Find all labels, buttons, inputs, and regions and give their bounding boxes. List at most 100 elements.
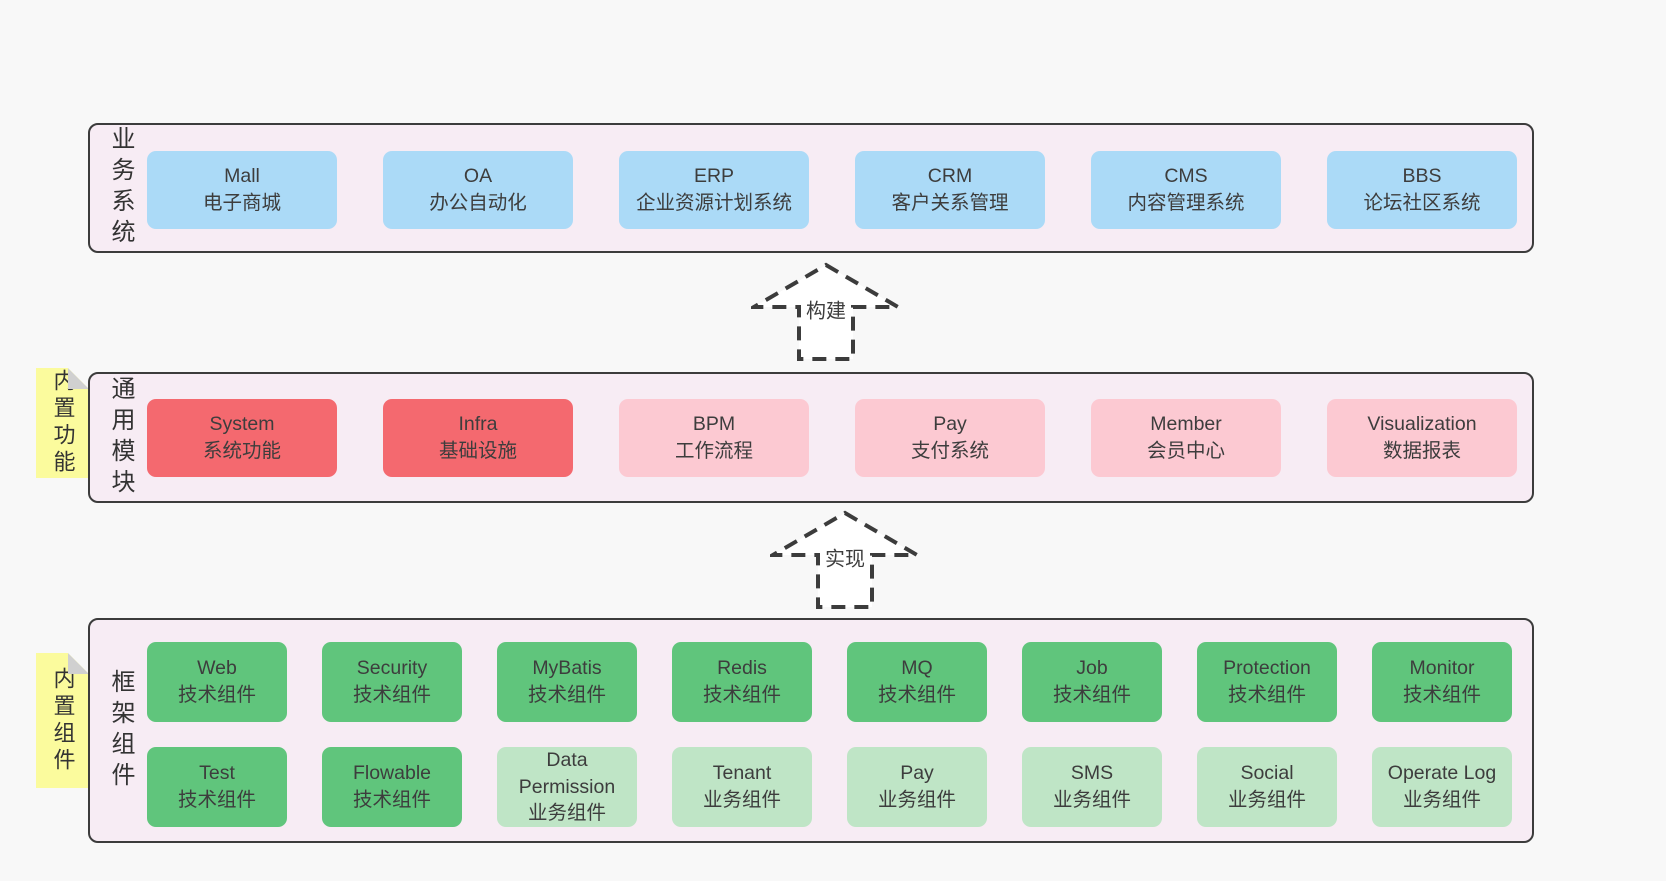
box-title: Tenant xyxy=(712,762,772,785)
box-oa: OA 办公自动化 xyxy=(383,151,573,229)
box-subtitle: 支付系统 xyxy=(910,440,989,462)
box-title: SMS xyxy=(1070,762,1114,785)
box-bbs: BBS 论坛社区系统 xyxy=(1327,151,1517,229)
box-title: Mall xyxy=(224,165,260,188)
layer-label: 通用模块 xyxy=(107,375,134,500)
box-subtitle: 技术组件 xyxy=(352,789,431,811)
sticky-note-label: 内置功能 xyxy=(50,369,76,477)
box-pay: Pay 支付系统 xyxy=(855,399,1045,477)
box-row: Mall 电子商城 OA 办公自动化 ERP 企业资源计划系统 CRM 客户关系管理 CMS 内容… xyxy=(147,151,1517,229)
sticky-note-label: 内置组件 xyxy=(50,666,76,775)
box-tenant: Tenant 业务组件 xyxy=(672,747,812,827)
box-subtitle: 论坛社区系统 xyxy=(1363,192,1481,214)
box-subtitle: 业务组件 xyxy=(1052,789,1131,811)
box-mq: MQ 技术组件 xyxy=(847,642,987,722)
box-bpm: BPM 工作流程 xyxy=(619,399,809,477)
box-title: Test xyxy=(199,762,235,785)
box-redis: Redis 技术组件 xyxy=(672,642,812,722)
box-title: BPM xyxy=(692,413,736,436)
box-subtitle: 业务组件 xyxy=(877,789,956,811)
build-arrow: 构建 xyxy=(751,262,901,362)
box-protection: Protection 技术组件 xyxy=(1197,642,1337,722)
box-subtitle: 办公自动化 xyxy=(429,192,527,214)
box-mybatis: MyBatis 技术组件 xyxy=(497,642,637,722)
box-title: MyBatis xyxy=(532,657,602,680)
box-subtitle: 技术组件 xyxy=(1227,684,1306,706)
box-pay: Pay 业务组件 xyxy=(847,747,987,827)
box-subtitle: 技术组件 xyxy=(877,684,956,706)
box-title: Member xyxy=(1150,413,1222,436)
box-title: Data Permission xyxy=(518,748,616,798)
box-web: Web 技术组件 xyxy=(147,642,287,722)
box-job: Job 技术组件 xyxy=(1022,642,1162,722)
box-title: Monitor xyxy=(1409,657,1475,680)
box-test: Test 技术组件 xyxy=(147,747,287,827)
box-subtitle: 电子商城 xyxy=(202,192,281,214)
box-visualization: Visualization 数据报表 xyxy=(1327,399,1517,477)
box-title: MQ xyxy=(901,657,933,680)
box-cms: CMS 内容管理系统 xyxy=(1091,151,1281,229)
box-title: ERP xyxy=(693,165,735,188)
box-subtitle: 技术组件 xyxy=(177,789,256,811)
box-subtitle: 技术组件 xyxy=(1052,684,1131,706)
box-security: Security 技术组件 xyxy=(322,642,462,722)
box-subtitle: 客户关系管理 xyxy=(891,192,1009,214)
layer-label: 业务系统 xyxy=(107,126,134,250)
box-subtitle: 业务组件 xyxy=(1402,789,1481,811)
box-subtitle: 技术组件 xyxy=(177,684,256,706)
box-subtitle: 业务组件 xyxy=(1227,789,1306,811)
box-title: OA xyxy=(463,165,493,188)
box-subtitle: 系统功能 xyxy=(202,440,281,462)
box-subtitle: 业务组件 xyxy=(702,789,781,811)
box-mall: Mall 电子商城 xyxy=(147,151,337,229)
box-title: Job xyxy=(1076,657,1108,680)
box-title: Security xyxy=(356,657,428,680)
box-subtitle: 企业资源计划系统 xyxy=(635,192,792,214)
box-title: CMS xyxy=(1164,165,1208,188)
box-title: Protection xyxy=(1223,657,1311,680)
box-title: Web xyxy=(197,657,237,680)
box-subtitle: 业务组件 xyxy=(527,802,606,825)
box-subtitle: 技术组件 xyxy=(352,684,431,706)
box-sms: SMS 业务组件 xyxy=(1022,747,1162,827)
box-title: Pay xyxy=(933,413,967,436)
box-title: Pay xyxy=(900,762,934,785)
box-title: System xyxy=(209,413,275,436)
box-title: Operate Log xyxy=(1387,762,1497,785)
box-crm: CRM 客户关系管理 xyxy=(855,151,1045,229)
box-subtitle: 技术组件 xyxy=(702,684,781,706)
box-title: Flowable xyxy=(352,762,432,785)
arrow-label: 构建 xyxy=(803,294,849,324)
implement-arrow: 实现 xyxy=(770,510,920,610)
box-operate-log: Operate Log 业务组件 xyxy=(1372,747,1512,827)
sticky-note-builtin-components: 内置组件 xyxy=(36,653,89,788)
box-title: BBS xyxy=(1402,165,1442,188)
box-title: CRM xyxy=(927,165,973,188)
box-erp: ERP 企业资源计划系统 xyxy=(619,151,809,229)
box-system: System 系统功能 xyxy=(147,399,337,477)
box-title: Redis xyxy=(717,657,767,680)
box-subtitle: 基础设施 xyxy=(438,440,517,462)
box-title: Visualization xyxy=(1367,413,1477,436)
box-data-permission: Data Permission 业务组件 xyxy=(497,747,637,827)
box-flowable: Flowable 技术组件 xyxy=(322,747,462,827)
box-subtitle: 内容管理系统 xyxy=(1127,192,1245,214)
sticky-note-builtin-functions: 内置功能 xyxy=(36,368,89,478)
box-infra: Infra 基础设施 xyxy=(383,399,573,477)
box-title: Social xyxy=(1240,762,1294,785)
arrow-label: 实现 xyxy=(822,542,868,572)
box-title: Infra xyxy=(458,413,498,436)
layer-common-modules: 通用模块 System 系统功能 Infra 基础设施 BPM 工作流程 Pay 支付系统 Me… xyxy=(88,372,1534,503)
box-social: Social 业务组件 xyxy=(1197,747,1337,827)
box-subtitle: 技术组件 xyxy=(527,684,606,706)
layer-label: 框架组件 xyxy=(107,668,134,793)
box-subtitle: 工作流程 xyxy=(674,440,753,462)
box-subtitle: 数据报表 xyxy=(1382,440,1461,462)
